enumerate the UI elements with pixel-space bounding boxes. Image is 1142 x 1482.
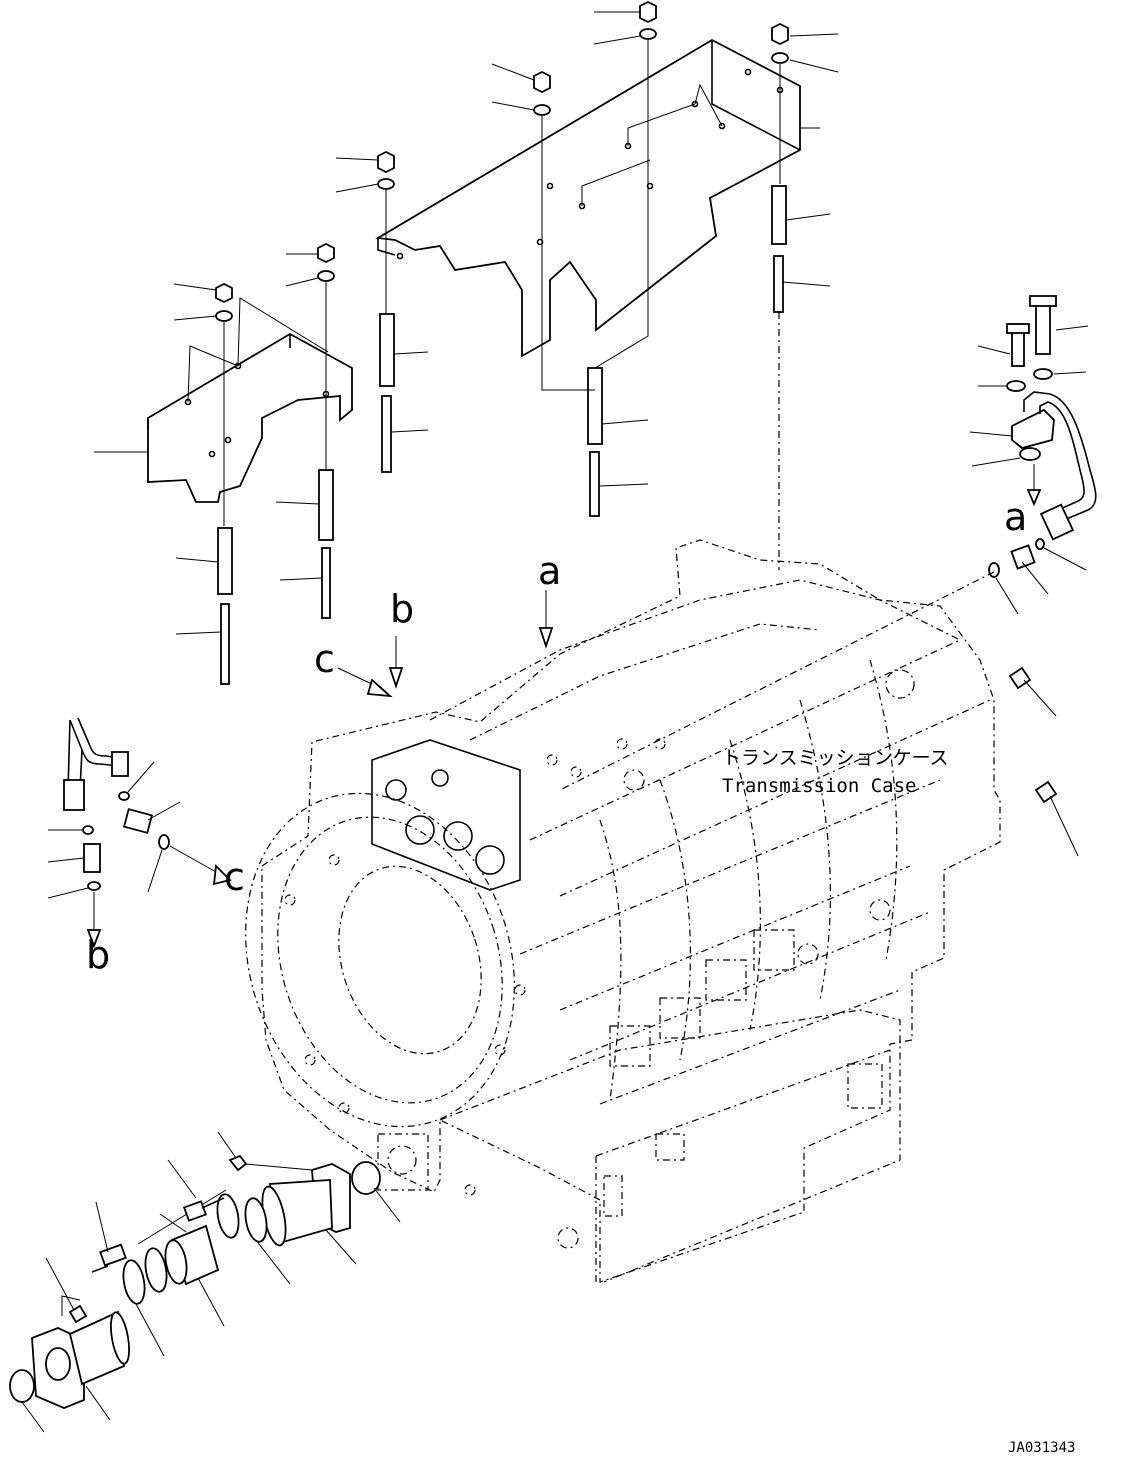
transmission-case (245, 539, 1001, 1283)
case-label-japanese: トランスミッションケース (722, 747, 949, 769)
lower-left-cover-fasteners (173, 242, 335, 685)
lube-pipe-assembly (559, 295, 1097, 857)
reference-arrows (337, 590, 554, 698)
upper-cover (375, 38, 801, 358)
ref-b-left: b (86, 933, 110, 977)
ref-a-top: a (538, 549, 561, 593)
upper-cover-fasteners (335, 0, 839, 570)
ref-b-top: b (390, 587, 414, 631)
suction-tube-assembly (9, 1131, 401, 1433)
ref-a-right: a (1004, 495, 1027, 539)
lower-left-cover (94, 297, 353, 503)
left-pipe-assembly (47, 717, 232, 949)
ref-c-top: c (314, 637, 335, 681)
case-label-english: Transmission Case (722, 775, 916, 797)
drawing-code: JA031343 (1008, 1440, 1075, 1456)
ref-c-left: c (224, 855, 245, 899)
